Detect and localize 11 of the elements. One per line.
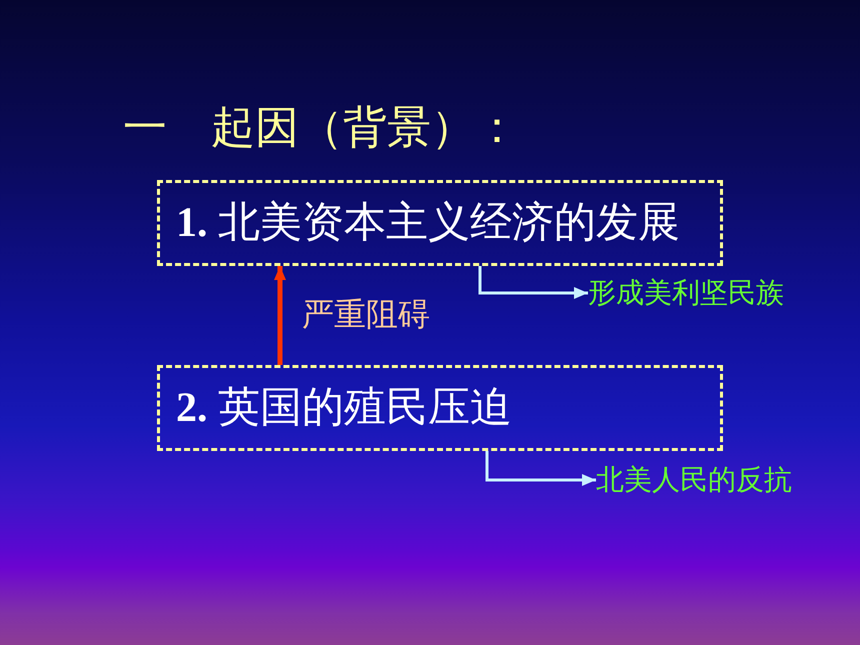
box-text: 2. 英国的殖民压迫 — [176, 384, 512, 433]
edge-label: 严重阻碍 — [302, 294, 430, 334]
note-text: 形成美利坚民族 — [588, 275, 794, 311]
arrow — [486, 451, 596, 486]
note-text: 北美人民的反抗 — [596, 462, 802, 498]
arrow — [478, 266, 588, 299]
arrow — [274, 266, 286, 365]
dashed-box — [157, 180, 723, 266]
dashed-box — [157, 365, 723, 451]
box-text: 1. 北美资本主义经济的发展 — [176, 199, 680, 248]
slide-title: 一 起因（背景）： — [123, 101, 519, 155]
